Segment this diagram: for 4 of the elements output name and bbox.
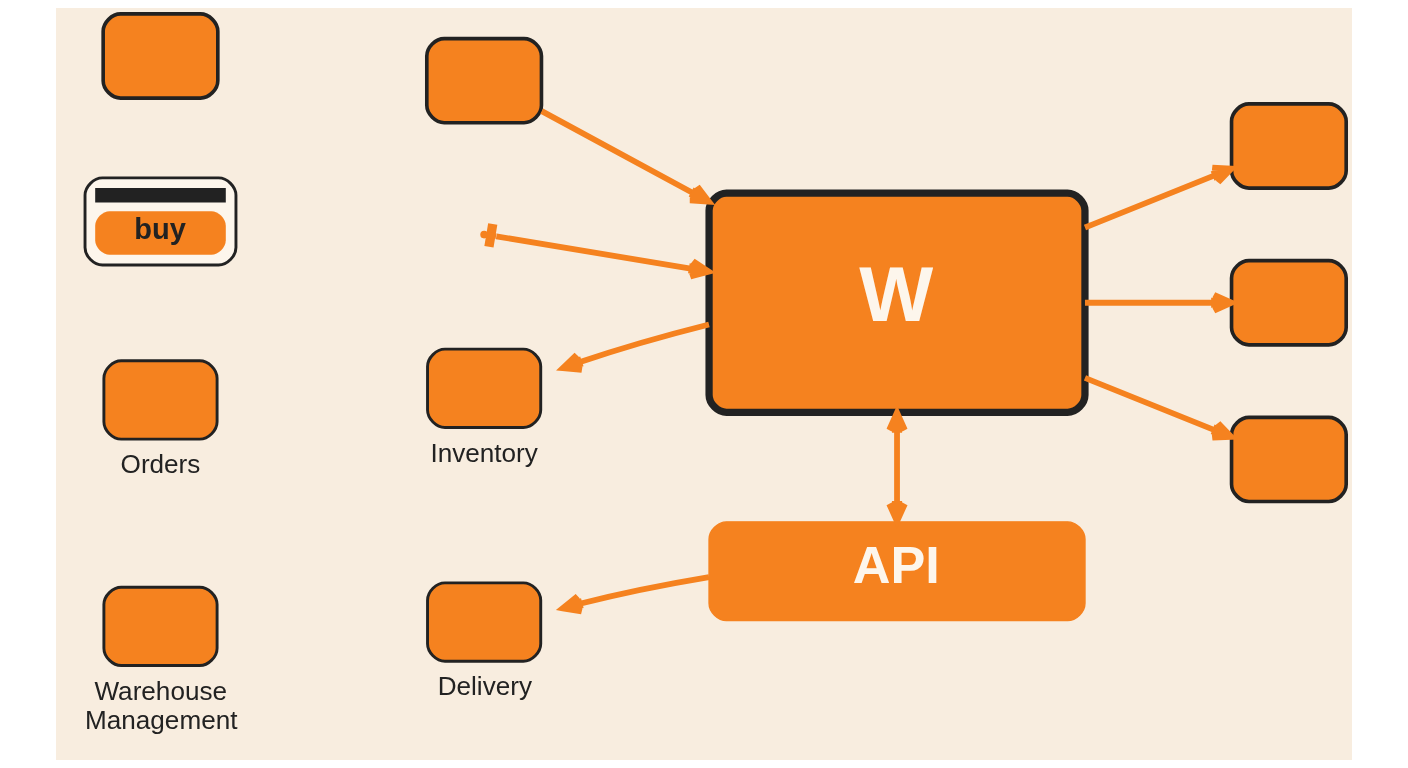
node-label: Inventory (430, 437, 538, 468)
node-label: Orders (120, 449, 201, 480)
node-label: Warehouse Management (85, 675, 238, 735)
node-label: Delivery (437, 671, 532, 702)
